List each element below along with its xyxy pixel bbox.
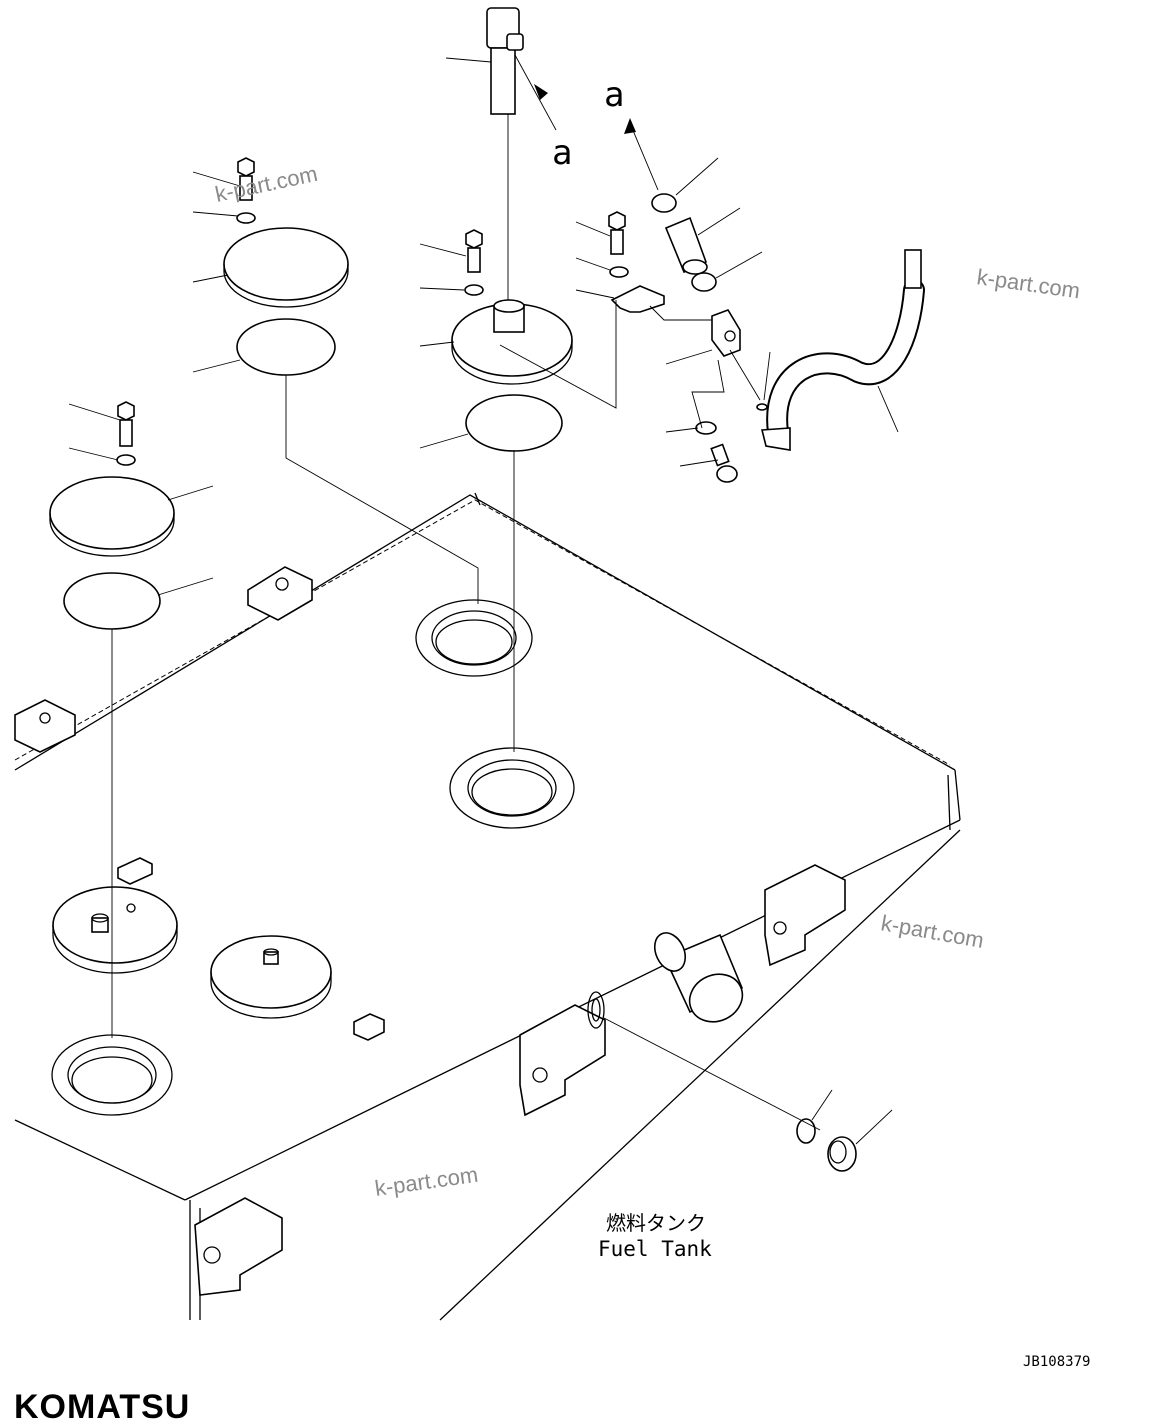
tank-port-left <box>51 1034 173 1116</box>
sender-cover-plate <box>451 299 573 385</box>
assembly-lines <box>111 114 821 1131</box>
tank-drain-eye <box>587 991 605 1029</box>
bolt-center-stack <box>465 229 483 273</box>
arrow-a-clamp <box>624 118 659 191</box>
hose-short <box>664 216 708 275</box>
tank-port-center-front <box>449 747 575 829</box>
gasket-upper-left <box>236 318 336 376</box>
hose-assembly <box>760 249 925 451</box>
washer-valve <box>695 421 717 435</box>
arrow-label-a-sensor: a <box>552 133 572 173</box>
o-ring-small <box>756 403 768 411</box>
arrow-label-a-top: a <box>604 75 624 115</box>
hose-clamp-upper <box>651 193 677 213</box>
installed-cover-left <box>52 857 178 974</box>
bolt-left-stack <box>117 401 135 447</box>
watermark: k-part.com <box>975 264 1081 303</box>
washer-upper-left-stack <box>236 212 256 224</box>
bolt-upper-left-stack <box>237 157 255 201</box>
installed-cover-center <box>210 935 332 1019</box>
banjo-bolt <box>710 443 738 483</box>
tank-bracket-front-left <box>194 1197 283 1296</box>
tank-label-english: Fuel Tank <box>598 1237 712 1261</box>
arrow-a-sensor <box>514 54 557 131</box>
washer-bracket <box>609 266 629 278</box>
valve-block <box>711 309 741 357</box>
tank-bracket-back-left <box>247 566 313 621</box>
mounting-bracket <box>610 285 665 313</box>
gasket-center <box>465 394 563 452</box>
cover-plate-upper-left <box>223 227 349 308</box>
drain-plug <box>827 1136 857 1172</box>
tank-port-center-back <box>415 599 533 677</box>
leader-lines <box>68 57 899 1145</box>
fuel-level-sensor <box>486 7 524 115</box>
tank-label-japanese: 燃料タンク <box>606 1211 706 1235</box>
watermark: k-part.com <box>213 161 320 207</box>
tank-strainer-cylinder <box>653 932 744 1023</box>
washer-left-stack <box>116 454 136 466</box>
drawing-code: JB108379 <box>1023 1354 1090 1370</box>
tank-bracket-right <box>764 864 846 967</box>
cover-plate-left <box>49 476 175 557</box>
watermark: k-part.com <box>373 1162 479 1201</box>
hose-clamp-lower <box>691 272 717 292</box>
tank-bracket-front <box>519 1004 606 1117</box>
gasket-left <box>63 572 161 630</box>
watermark: k-part.com <box>879 910 986 953</box>
komatsu-logo: KOMATSU <box>14 1388 190 1424</box>
tank-small-fitting <box>353 1013 385 1041</box>
bolt-bracket <box>608 211 626 255</box>
washer-center-stack <box>464 284 484 296</box>
tank-bracket-left <box>14 699 76 753</box>
